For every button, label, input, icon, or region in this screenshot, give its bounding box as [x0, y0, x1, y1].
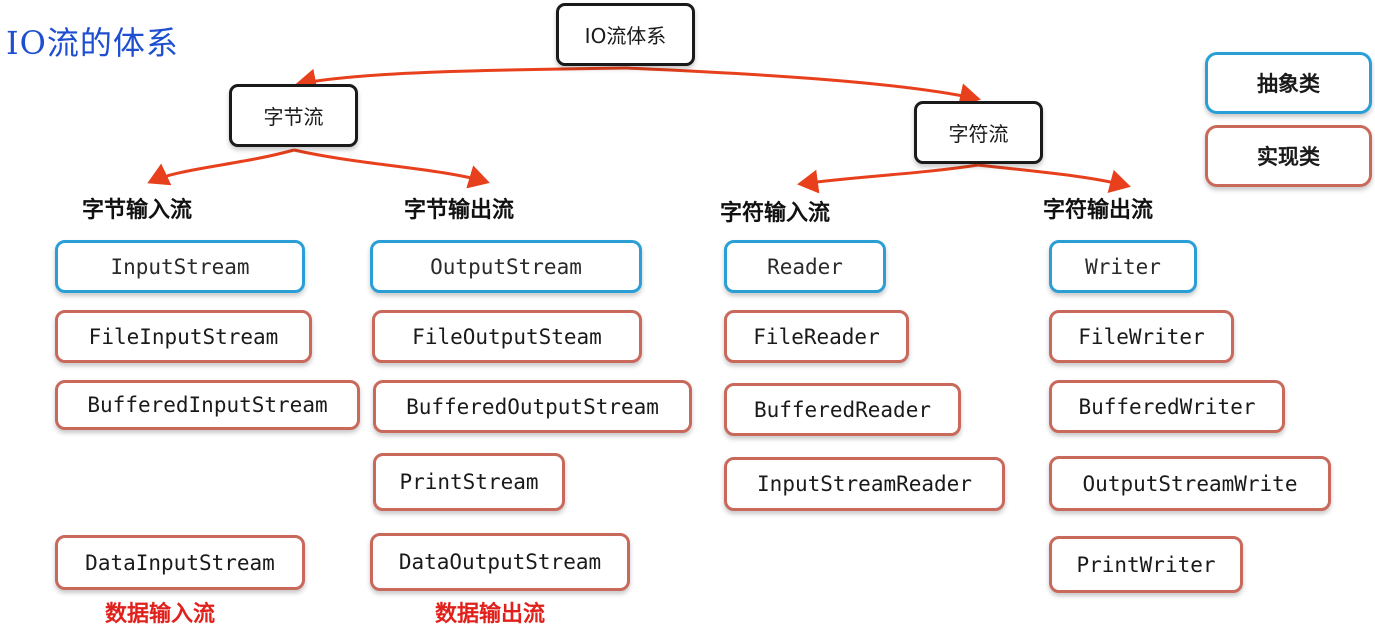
- class-box-fileoutputsteam: FileOutputSteam: [372, 310, 642, 363]
- class-box-inputstreamreader: InputStreamReader: [724, 457, 1005, 511]
- class-box-printstream: PrintStream: [373, 453, 565, 511]
- class-box-datainputstream: DataInputStream: [55, 535, 305, 590]
- arrow-byte-to-input: [147, 148, 295, 186]
- class-box-dataoutputstream: DataOutputStream: [370, 533, 630, 591]
- arrow-char-to-output: [977, 163, 1131, 194]
- class-box-inputstream: InputStream: [55, 240, 305, 293]
- arrow-char-to-input: [797, 163, 979, 194]
- arrow-root-to-char: [625, 66, 981, 107]
- class-box-outputstream: OutputStream: [370, 240, 642, 293]
- byte-stream-node: 字节流: [229, 84, 358, 147]
- class-box-writer: Writer: [1049, 240, 1197, 293]
- class-box-reader: Reader: [724, 240, 886, 293]
- class-box-outputstreamwrite: OutputStreamWrite: [1049, 456, 1331, 511]
- data-output-stream-note: 数据输出流: [435, 602, 546, 627]
- class-box-filereader: FileReader: [724, 310, 909, 363]
- byte-input-heading: 字节输入流: [82, 198, 193, 223]
- class-box-fileinputstream: FileInputStream: [55, 310, 312, 363]
- class-box-filewriter: FileWriter: [1049, 310, 1234, 363]
- legend-abstract-class: 抽象类: [1205, 52, 1372, 114]
- class-box-bufferedinputstream: BufferedInputStream: [55, 380, 360, 430]
- class-box-bufferedwriter: BufferedWriter: [1049, 380, 1285, 433]
- legend-implementation-class: 实现类: [1205, 125, 1372, 187]
- class-box-bufferedreader: BufferedReader: [724, 383, 961, 436]
- class-box-printwriter: PrintWriter: [1049, 536, 1243, 593]
- root-node: IO流体系: [556, 3, 695, 66]
- diagram-title: IO流的体系: [6, 24, 179, 62]
- class-box-bufferedoutputstream: BufferedOutputStream: [373, 380, 692, 433]
- byte-output-heading: 字节输出流: [404, 198, 515, 223]
- arrow-byte-to-output: [293, 148, 490, 189]
- arrow-root-to-byte: [295, 66, 627, 93]
- char-input-heading: 字符输入流: [720, 201, 831, 226]
- char-output-heading: 字符输出流: [1043, 198, 1154, 223]
- data-input-stream-note: 数据输入流: [105, 602, 216, 627]
- char-stream-node: 字符流: [914, 101, 1043, 164]
